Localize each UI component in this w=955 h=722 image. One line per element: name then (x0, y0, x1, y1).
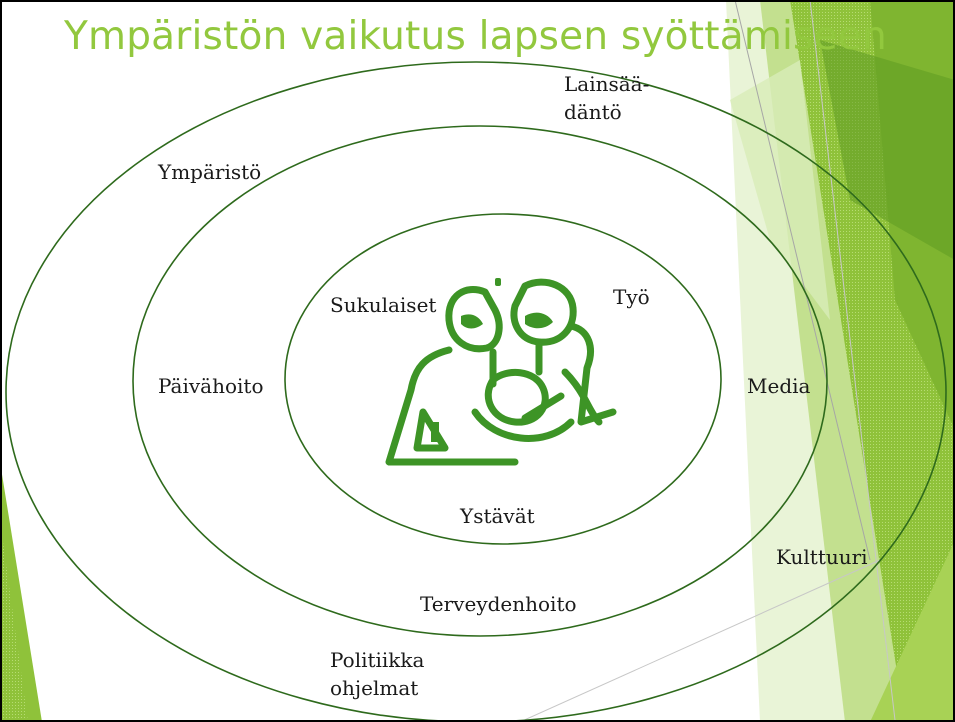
background-facet (870, 540, 955, 722)
background-facet (0, 520, 28, 722)
label-politiikka: Politiikka ohjelmat (330, 646, 424, 702)
decorative-line (734, 0, 871, 561)
slide-title: Ympäristön vaikutus lapsen syöttämiseen (64, 14, 887, 59)
label-politiikka-line-2: ohjelmat (330, 676, 419, 700)
outer-ring (5, 61, 947, 722)
label-ymparisto: Ympäristö (158, 160, 262, 184)
label-politiikka-line-1: Politiikka (330, 648, 425, 672)
label-sukulaiset: Sukulaiset (330, 293, 437, 317)
label-kulttuuri: Kulttuuri (776, 545, 868, 569)
label-tyo: Työ (613, 285, 650, 309)
label-terveydenhoito: Terveydenhoito (420, 592, 577, 616)
label-ystavat: Ystävät (460, 504, 535, 528)
label-lainsaadanto-line-1: Lainsää- (564, 72, 650, 96)
inner-ring (284, 213, 722, 545)
label-lainsaadanto: Lainsää- däntö (564, 70, 649, 126)
background-facet (730, 60, 830, 320)
decorative-line (519, 559, 881, 722)
label-paivahoito: Päivähoito (158, 374, 264, 398)
label-lainsaadanto-line-2: däntö (564, 100, 622, 124)
label-media: Media (747, 374, 811, 398)
decorative-line (809, 0, 896, 721)
background-facet (820, 40, 955, 260)
family-icon (385, 278, 617, 466)
middle-ring (132, 125, 828, 637)
